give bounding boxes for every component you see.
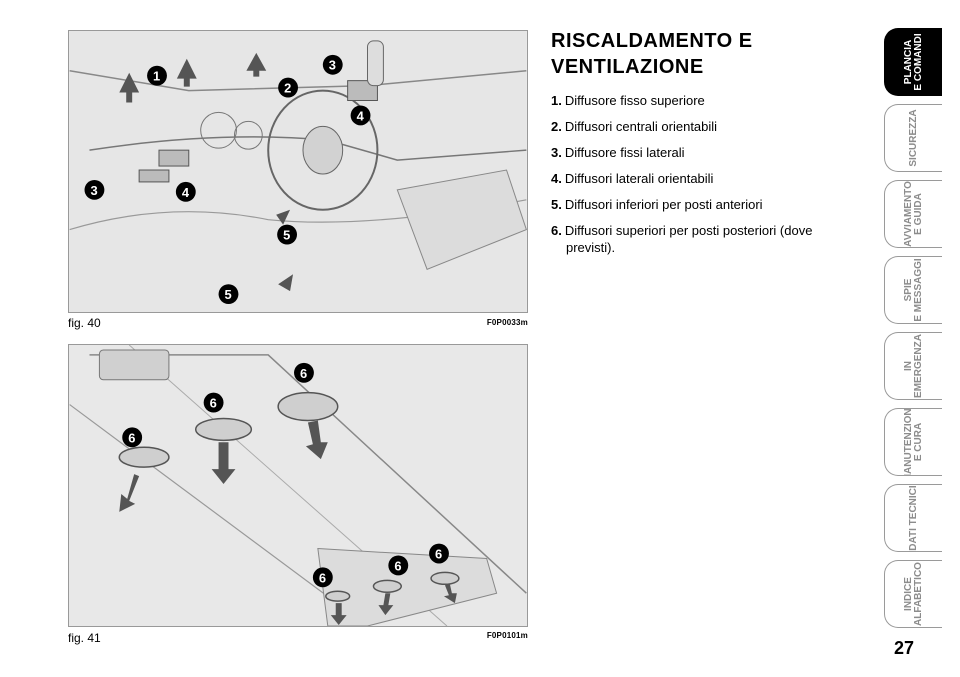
- list-item-number: 4.: [551, 171, 562, 186]
- tab-indice-alfabetico[interactable]: INDICE ALFABETICO: [884, 560, 942, 628]
- list-item: 4.Diffusori laterali orientabili: [551, 170, 821, 187]
- callout-badge-6-d: 6: [312, 567, 333, 588]
- list-item: 3.Diffusore fissi laterali: [551, 144, 821, 161]
- figure-ceiling-vents: 6 6 6 6 6 6: [68, 344, 528, 627]
- list-item: 1.Diffusore fisso superiore: [551, 92, 821, 109]
- callout-badge-6-a: 6: [122, 427, 143, 448]
- figure-dashboard-vents: 1 2 3 4 3 4 5 5: [68, 30, 528, 313]
- svg-text:3: 3: [329, 58, 336, 73]
- svg-text:5: 5: [225, 287, 232, 302]
- svg-text:6: 6: [128, 430, 135, 445]
- callout-badge-6-f: 6: [429, 543, 449, 564]
- tab-dati-tecnici[interactable]: DATI TECNICI: [884, 484, 942, 552]
- list-item-text: Diffusori centrali orientabili: [564, 119, 718, 134]
- section-content: RISCALDAMENTO E VENTILAZIONE 1.Diffusore…: [551, 28, 821, 265]
- list-item: 2.Diffusori centrali orientabili: [551, 118, 821, 135]
- tab-label: INDICE ALFABETICO: [902, 562, 924, 626]
- tab-label: AVVIAMENTO E GUIDA: [902, 181, 924, 247]
- svg-text:2: 2: [284, 81, 291, 96]
- svg-text:6: 6: [319, 570, 326, 585]
- svg-text:1: 1: [153, 69, 160, 84]
- tab-plancia-e-comandi[interactable]: PLANCIA E COMANDI: [884, 28, 942, 96]
- list-item-number: 3.: [551, 145, 562, 160]
- list-item-text: Diffusore fissi laterali: [564, 145, 685, 160]
- list-item-text: Diffusori laterali orientabili: [564, 171, 714, 186]
- tab-spie-e-messaggi[interactable]: SPIE E MESSAGGI: [884, 256, 942, 324]
- callout-badge-1: 1: [147, 65, 167, 86]
- svg-text:4: 4: [357, 108, 365, 123]
- list-item-text: Diffusori superiori per posti posteriori…: [564, 223, 813, 255]
- svg-text:3: 3: [90, 183, 97, 198]
- callout-badge-6-c: 6: [294, 362, 314, 383]
- figure-code: F0P0033m: [486, 318, 528, 327]
- tab-in-emergenza[interactable]: IN EMERGENZA: [884, 332, 942, 400]
- tab-label: IN EMERGENZA: [902, 334, 924, 398]
- callout-badge-4-top: 4: [350, 105, 371, 126]
- callout-badge-3-top: 3: [322, 54, 343, 75]
- figure-code: F0P0101m: [486, 631, 528, 640]
- list-item-text: Diffusori inferiori per posti anteriori: [564, 197, 763, 212]
- list-item-number: 2.: [551, 119, 562, 134]
- dashboard-illustration: 1 2 3 4 3 4 5 5: [69, 31, 527, 312]
- svg-text:4: 4: [182, 185, 190, 200]
- section-title-line1: RISCALDAMENTO E: [551, 30, 753, 52]
- figure-caption: fig. 40: [68, 316, 101, 330]
- tab-label: MANUTENZIONE E CURA: [902, 408, 924, 476]
- svg-text:5: 5: [283, 228, 290, 243]
- callout-badge-6-b: 6: [203, 392, 224, 413]
- list-item: 5.Diffusori inferiori per posti anterior…: [551, 196, 821, 213]
- svg-text:6: 6: [435, 546, 442, 561]
- section-title: RISCALDAMENTO E VENTILAZIONE: [551, 28, 821, 80]
- list-item-number: 6.: [551, 223, 562, 238]
- vent-list: 1.Diffusore fisso superiore 2.Diffusori …: [551, 92, 821, 256]
- tab-sicurezza[interactable]: SICUREZZA: [884, 104, 942, 172]
- list-item: 6.Diffusori superiori per posti posterio…: [551, 222, 821, 256]
- tab-label: PLANCIA E COMANDI: [902, 33, 924, 91]
- tab-avviamento-e-guida[interactable]: AVVIAMENTO E GUIDA: [884, 180, 942, 248]
- page-number: 27: [894, 638, 915, 658]
- list-item-text: Diffusore fisso superiore: [564, 93, 705, 108]
- callout-badge-5-bottom: 5: [218, 284, 239, 305]
- tab-label: SPIE E MESSAGGI: [902, 258, 924, 322]
- section-title-line2: VENTILAZIONE: [551, 56, 704, 78]
- list-item-number: 5.: [551, 197, 562, 212]
- svg-text:6: 6: [394, 558, 401, 573]
- ceiling-illustration: 6 6 6 6 6 6: [69, 345, 527, 626]
- svg-text:6: 6: [210, 396, 217, 411]
- callout-badge-2: 2: [278, 77, 298, 98]
- tab-manutenzione-e-cura[interactable]: MANUTENZIONE E CURA: [884, 408, 942, 476]
- callout-badge-3-left: 3: [84, 179, 105, 200]
- svg-text:6: 6: [300, 366, 307, 381]
- tab-label: DATI TECNICI: [907, 485, 919, 551]
- tab-label: SICUREZZA: [907, 109, 919, 167]
- figure-caption: fig. 41: [68, 631, 101, 645]
- callout-badge-5-right: 5: [277, 224, 298, 245]
- callout-badge-6-e: 6: [388, 555, 409, 576]
- callout-badge-4-left: 4: [175, 181, 196, 202]
- list-item-number: 1.: [551, 93, 562, 108]
